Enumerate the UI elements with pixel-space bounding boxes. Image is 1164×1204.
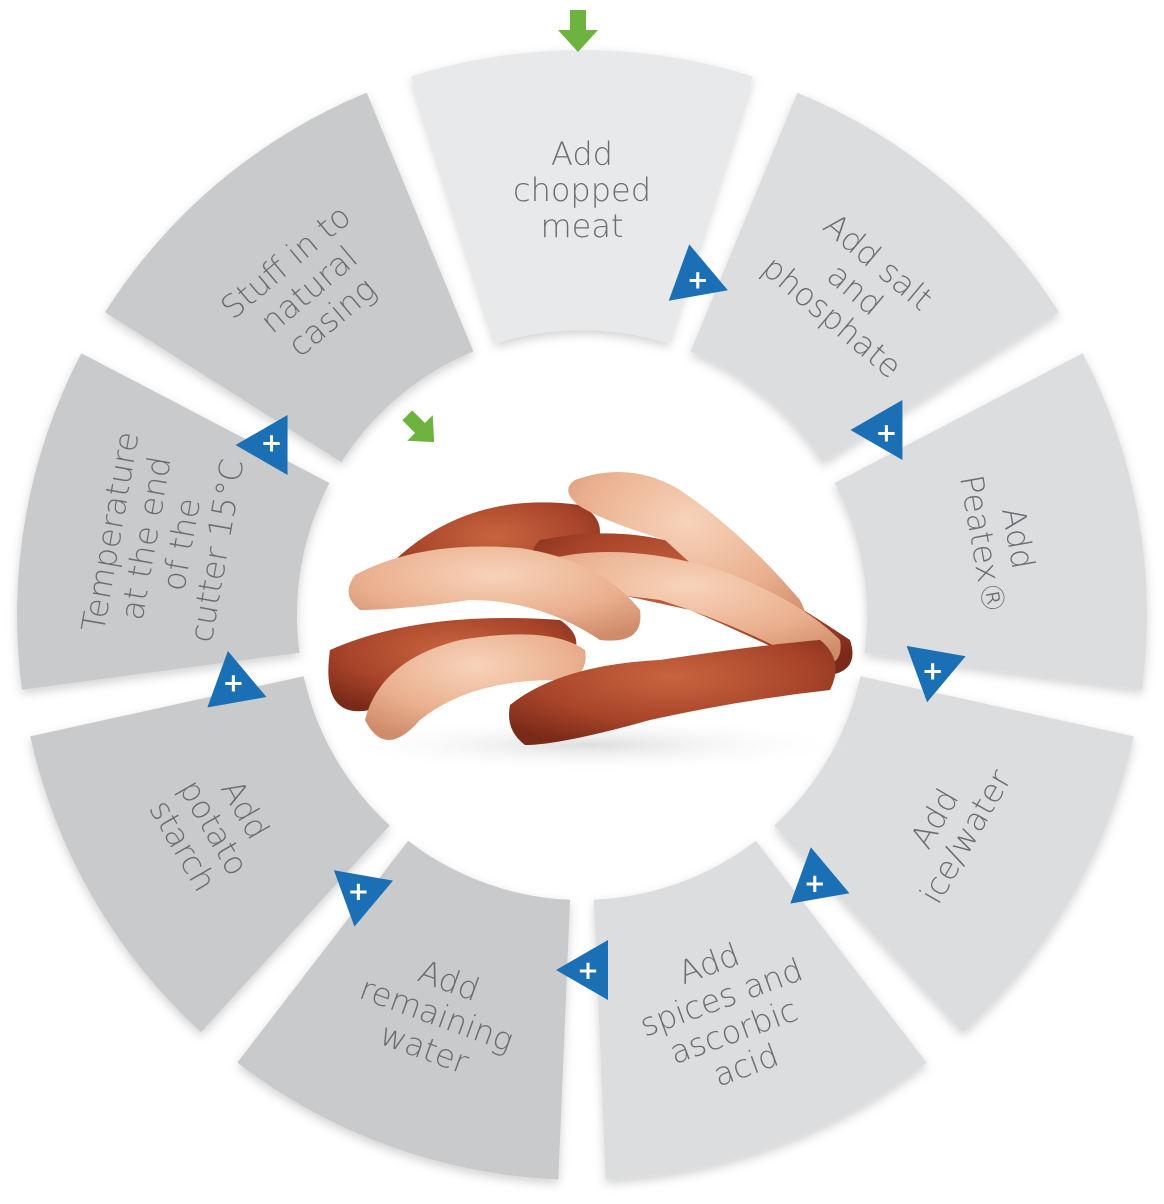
svg-text:+: + (261, 429, 283, 459)
plus-connector-icon: + (333, 870, 394, 927)
svg-text:+: + (876, 418, 898, 448)
svg-text:+: + (922, 657, 944, 687)
step-segment-2 (690, 92, 1060, 463)
end-arrow-icon (402, 410, 435, 443)
svg-text:+: + (804, 869, 826, 899)
plus-connector-icon: + (668, 244, 728, 301)
step-segment-7 (30, 676, 390, 1033)
plus-connector-icon: + (207, 651, 267, 708)
step-segment-1 (411, 49, 753, 344)
plus-connector-icon: + (556, 940, 608, 1000)
step-label-line: Add (551, 135, 613, 173)
step-label-line: meat (540, 207, 623, 245)
step-segment-8 (17, 353, 330, 690)
segments-layer (17, 49, 1147, 1180)
sausages-icon (328, 472, 853, 773)
step-segment-3 (834, 353, 1147, 690)
svg-text:+: + (577, 956, 599, 986)
svg-text:+: + (687, 265, 709, 295)
plus-connector-icon: + (235, 414, 288, 476)
step-segment-9 (104, 92, 474, 463)
step-segment-6 (237, 840, 571, 1180)
svg-text:+: + (223, 669, 245, 699)
step-segment-4 (774, 676, 1134, 1033)
plus-connector-icon: + (790, 847, 850, 904)
start-arrow-icon (558, 10, 598, 52)
svg-text:+: + (348, 877, 370, 907)
plus-connector-icon: + (850, 399, 903, 461)
plus-connector-icon: + (906, 645, 966, 703)
connectors-layer: + + + + + + + + (207, 244, 966, 1000)
step-label-line: chopped (513, 171, 651, 209)
step-segment-5 (593, 840, 927, 1180)
